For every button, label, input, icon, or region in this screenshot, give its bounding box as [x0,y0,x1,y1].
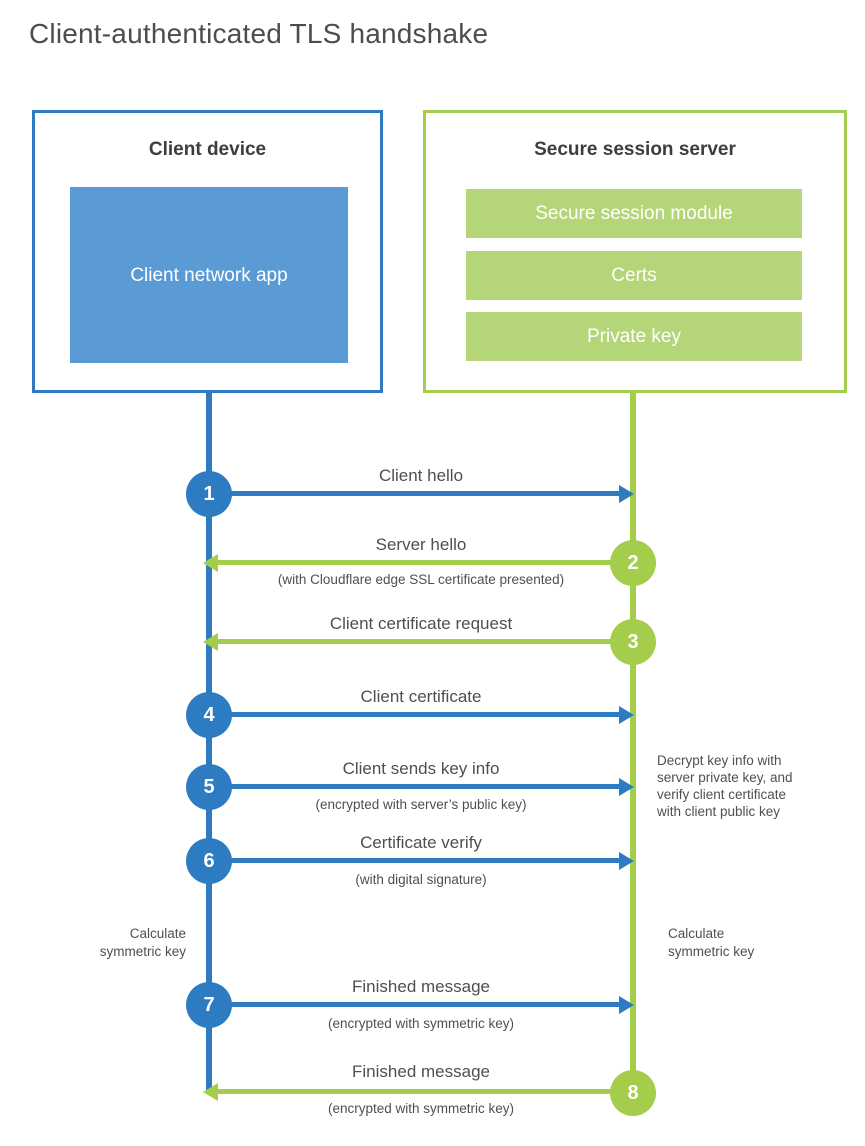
server-module-certs: Certs [466,251,802,300]
arrow-right-icon [619,778,634,796]
arrow-right-icon [619,706,634,724]
step-6-label: Certificate verify [360,833,482,852]
step-8-label: Finished message [352,1062,490,1081]
arrow-right-icon [619,485,634,503]
step-number: 3 [627,630,639,653]
step-3-badge: 3 [610,619,656,665]
step-number: 6 [203,849,215,872]
server-module-label: Certs [611,264,657,286]
step-5-label: Client sends key info [342,759,500,778]
step-number: 8 [627,1081,639,1104]
step-7-arrow [212,1002,619,1007]
server-lifeline [630,391,636,1083]
note-line: with client public key [657,804,781,819]
page-title: Client-authenticated TLS handshake [29,18,489,49]
step-4-arrow [212,712,619,717]
arrow-right-icon [619,996,634,1014]
note-line: Calculate [129,926,186,941]
server-module-label: Secure session module [535,202,733,224]
step-6-sublabel: (with digital signature) [355,872,487,887]
step-4-label: Client certificate [360,687,482,706]
step-number: 4 [203,703,215,726]
step-7-sublabel: (encrypted with symmetric key) [327,1016,515,1031]
step-6-arrow [212,858,619,863]
calculate-symmetric-key-note-server: Calculate symmetric key [668,925,808,960]
step-8-sublabel: (encrypted with symmetric key) [327,1101,515,1116]
step-8-badge: 8 [610,1070,656,1116]
step-2-sublabel: (with Cloudflare edge SSL certificate pr… [277,572,565,587]
client-device-title: Client device [148,139,267,160]
arrow-left-icon [203,1083,218,1101]
client-network-app-label: Client network app [130,264,288,286]
step-7-label: Finished message [352,977,490,996]
step-1-label: Client hello [378,466,464,485]
step-1-badge: 1 [186,471,232,517]
step-7-badge: 7 [186,982,232,1028]
step-number: 2 [627,551,639,574]
arrow-left-icon [203,554,218,572]
step-3-label: Client certificate request [329,614,513,633]
server-module-secure-session: Secure session module [466,189,802,238]
note-line: symmetric key [668,943,755,959]
step-6-badge: 6 [186,838,232,884]
note-line: Decrypt key info with [657,753,782,768]
step-5-badge: 5 [186,764,232,810]
step-5-sublabel: (encrypted with server’s public key) [315,797,527,812]
server-module-private-key: Private key [466,312,802,361]
step-number: 1 [203,482,215,505]
note-line: server private key, and [657,770,793,785]
step-number: 5 [203,775,215,798]
arrow-left-icon [203,633,218,651]
step-4-badge: 4 [186,692,232,738]
step-2-badge: 2 [610,540,656,586]
step-5-arrow [212,784,619,789]
client-network-app-box: Client network app [70,187,348,363]
step-8-arrow [217,1089,618,1094]
step-1-arrow [212,491,619,496]
note-line: verify client certificate [657,787,787,802]
secure-session-server-title: Secure session server [534,139,736,160]
step-number: 7 [203,993,215,1016]
note-line: Calculate [668,926,725,941]
decrypt-key-info-note: Decrypt key info with server private key… [657,752,847,820]
calculate-symmetric-key-note-client: Calculate symmetric key [61,925,186,960]
client-lifeline [206,391,212,1092]
note-line: symmetric key [99,943,186,959]
server-module-label: Private key [587,325,681,347]
step-2-label: Server hello [375,535,467,554]
step-3-arrow [217,639,618,644]
arrow-right-icon [619,852,634,870]
step-2-arrow [217,560,618,565]
